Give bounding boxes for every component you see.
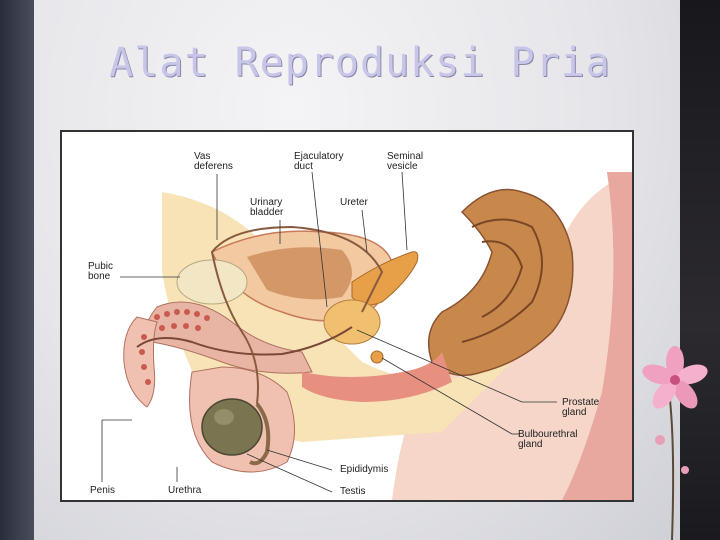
label-penis: Penis: [90, 486, 115, 496]
label-vas-deferens: Vas deferens: [194, 152, 233, 172]
label-penis-line1: Penis: [90, 485, 116, 496]
label-epididymis: Epididymis: [340, 465, 388, 475]
label-bulbourethral-gland: Bulbourethral gland: [518, 430, 577, 450]
flower-decoration: [642, 346, 708, 540]
label-ureter-line1: Ureter: [340, 197, 368, 208]
label-ejaculatory-duct-line2: duct: [294, 161, 313, 172]
label-seminal-vesicle-line2: vesicle: [387, 161, 418, 172]
label-bulbourethral-gland-line1: Bulbourethral: [518, 429, 578, 440]
label-ureter: Ureter: [340, 198, 368, 208]
label-pubic-bone: Pubic bone: [88, 262, 113, 282]
label-urethra: Urethra: [168, 486, 201, 496]
left-background-strip: [0, 0, 34, 540]
label-seminal-vesicle-line1: Seminal: [387, 151, 424, 162]
label-vas-deferens-line1: Vas: [194, 151, 211, 162]
label-bulbourethral-gland-line2: gland: [518, 439, 543, 450]
label-epididymis-line1: Epididymis: [340, 464, 389, 475]
label-urethra-line1: Urethra: [168, 485, 202, 496]
label-seminal-vesicle: Seminal vesicle: [387, 152, 423, 172]
label-vas-deferens-line2: deferens: [194, 161, 233, 172]
label-testis: Testis: [340, 487, 366, 497]
label-urinary-bladder: Urinary bladder: [250, 198, 283, 218]
label-ejaculatory-duct: Ejaculatory duct: [294, 152, 343, 172]
label-testis-line1: Testis: [340, 486, 366, 497]
label-urinary-bladder-line1: Urinary: [250, 197, 283, 208]
label-prostate-gland: Prostate gland: [562, 398, 599, 418]
right-background-strip: [680, 0, 720, 540]
label-pubic-bone-line2: bone: [88, 271, 111, 282]
label-urinary-bladder-line2: bladder: [250, 207, 284, 218]
label-ejaculatory-duct-line1: Ejaculatory: [294, 151, 344, 162]
label-prostate-gland-line2: gland: [562, 407, 587, 418]
label-prostate-gland-line1: Prostate: [562, 397, 600, 408]
anatomy-illustration: [101, 171, 632, 500]
label-pubic-bone-line1: Pubic: [88, 261, 114, 272]
slide-title: Alat Reproduksi Pria: [109, 40, 611, 86]
anatomy-diagram: Vas deferens Ejaculatory duct Seminal ve…: [60, 130, 634, 502]
